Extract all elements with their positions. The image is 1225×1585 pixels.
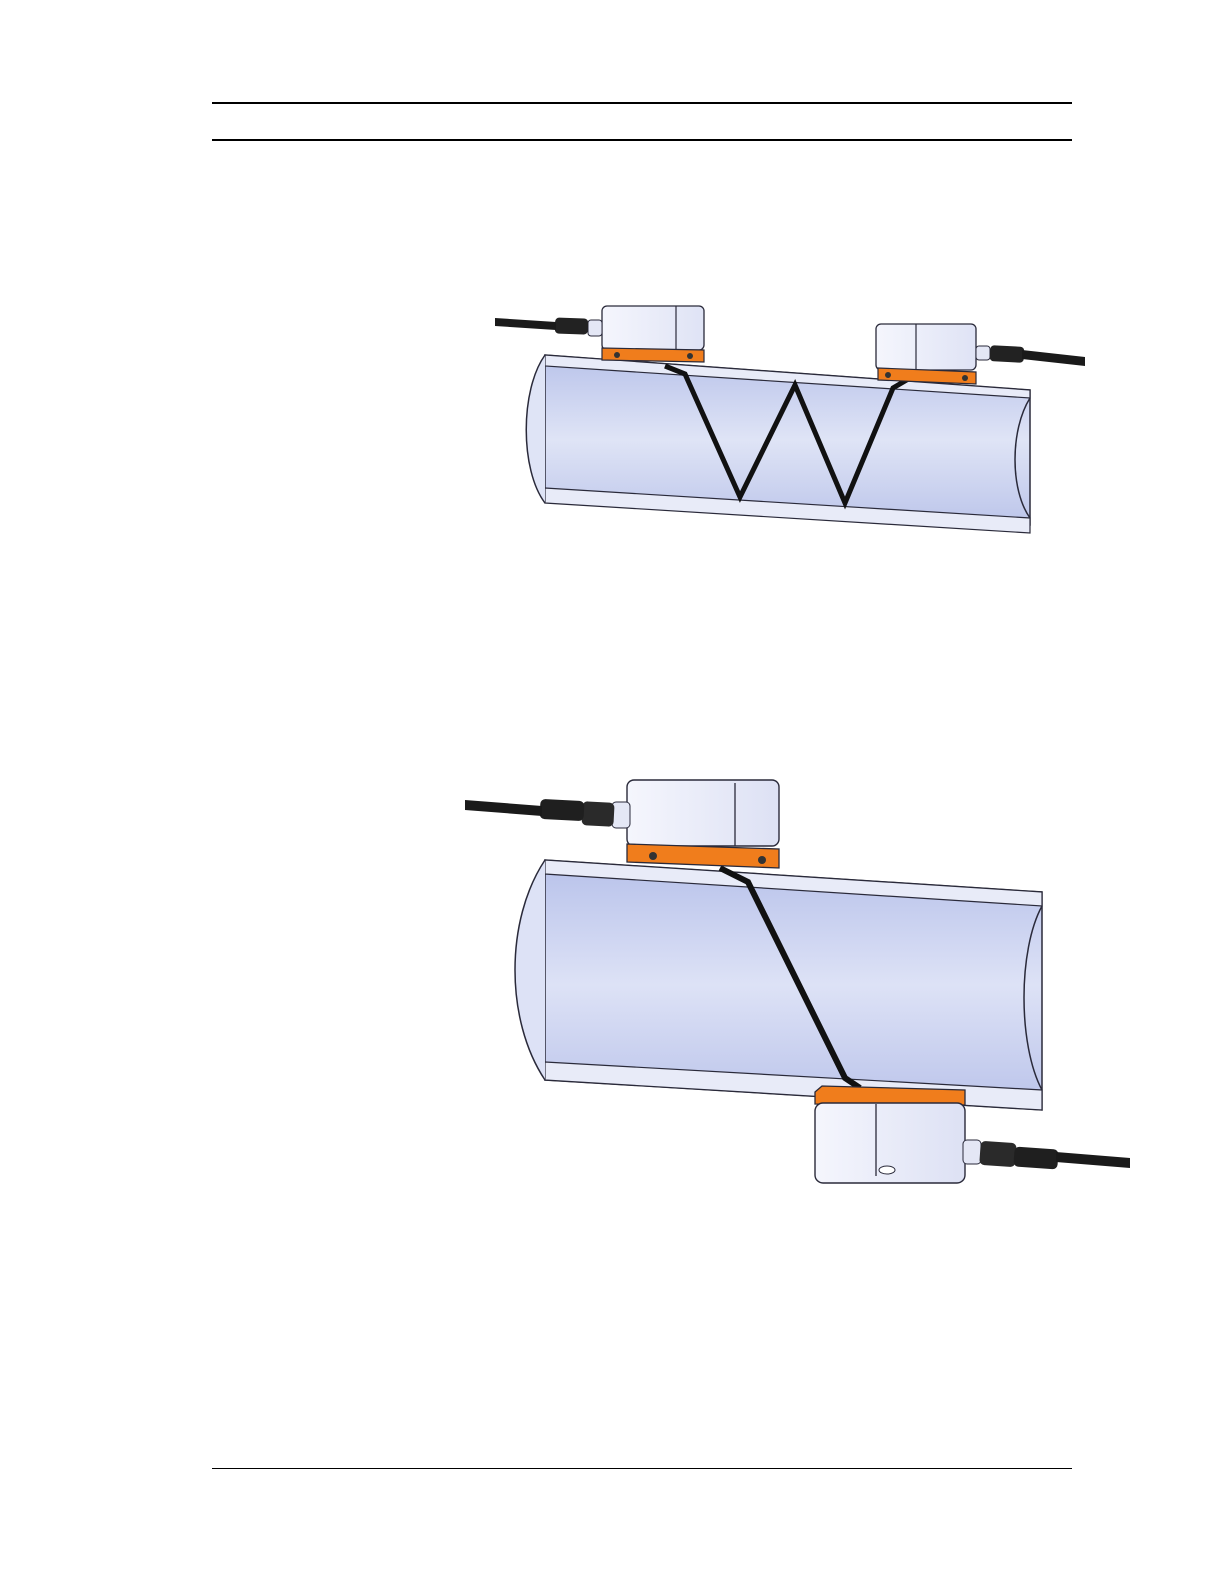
transducer-left-1: [602, 306, 704, 362]
cable-right-1: [976, 345, 1085, 366]
transducer-right-1: [876, 324, 976, 384]
beam-path-z: [720, 868, 860, 1088]
footer-rule: [212, 1468, 1072, 1469]
w-method-illustration: [0, 0, 1225, 620]
cable-left-1: [495, 317, 602, 336]
cable-bottom-2: [963, 1140, 1130, 1170]
transducer-top-2: [627, 780, 779, 868]
transducer-bottom-2: [815, 1086, 965, 1183]
cable-top-2: [465, 799, 630, 828]
pipe-2: [515, 860, 1042, 1110]
